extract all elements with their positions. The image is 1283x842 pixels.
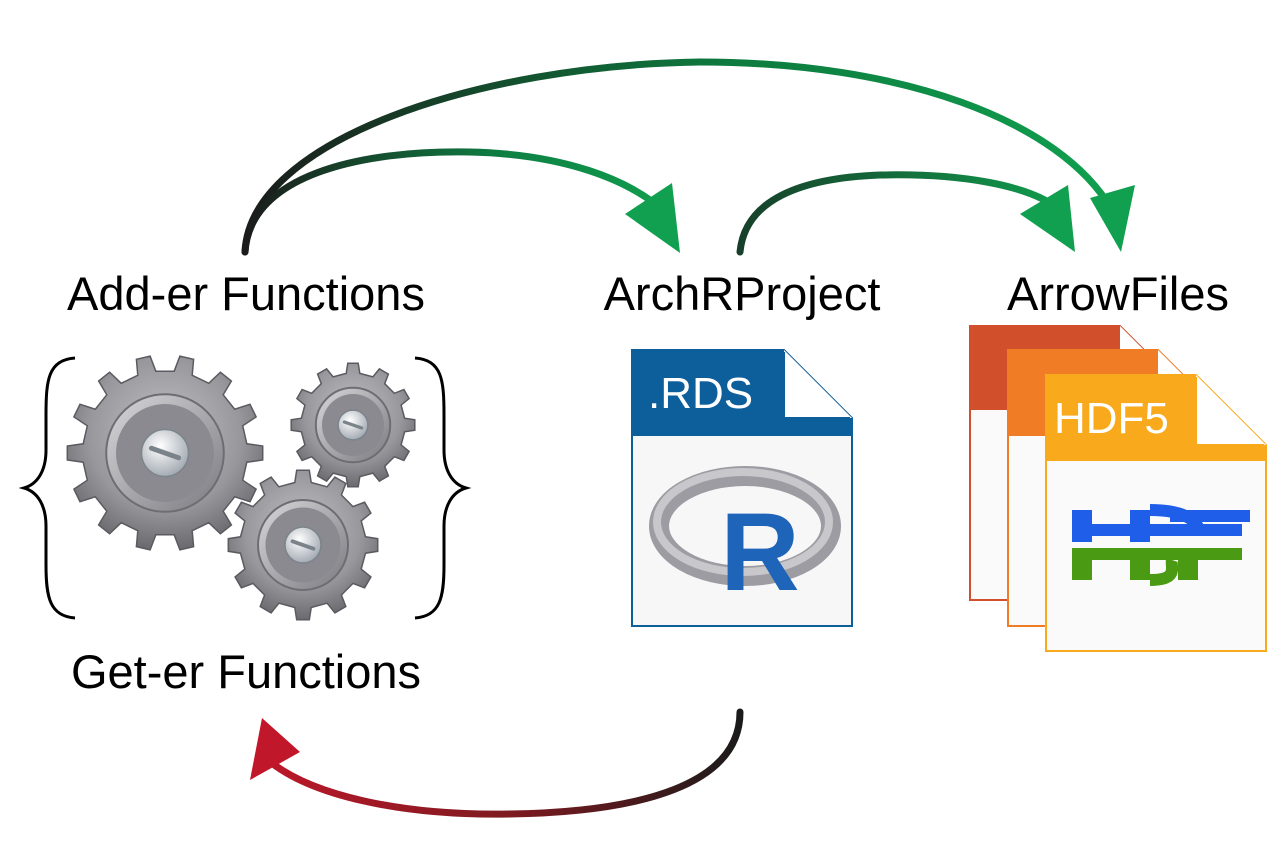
right-brace xyxy=(414,356,472,620)
arrowhead xyxy=(1020,185,1075,252)
archr-project-label: ArchRProject xyxy=(604,267,881,320)
project-to-arrowfiles-arrow xyxy=(736,171,1075,256)
add-to-project-arrow xyxy=(241,148,680,256)
arrow-files-label: ArrowFiles xyxy=(1007,267,1229,320)
arrowhead xyxy=(250,718,300,780)
arrowhead xyxy=(625,183,680,253)
adder-functions-label: Add-er Functions xyxy=(67,267,425,320)
add-to-arrowfiles-arrow xyxy=(241,58,1135,256)
getter-functions-label: Get-er Functions xyxy=(71,645,421,698)
r-logo-letter: R xyxy=(720,491,799,614)
rds-file-icon: .RDS R xyxy=(631,349,853,627)
gear-screw-slot xyxy=(148,445,182,461)
gears-icon xyxy=(66,355,416,621)
hdf-logo-icon xyxy=(1072,504,1250,586)
hdf5-extension-label: HDF5 xyxy=(1054,394,1169,443)
arrowhead xyxy=(1090,185,1135,252)
gear-screw-slot xyxy=(342,420,364,430)
rds-extension-label: .RDS xyxy=(648,369,753,418)
left-brace xyxy=(18,356,76,620)
hdf5-page-front: HDF5 xyxy=(1045,374,1267,652)
project-to-getter-arrow xyxy=(250,708,744,818)
rds-file-fold xyxy=(784,350,852,418)
hdf5-file-stack-icon: HDF5 xyxy=(969,325,1267,652)
gear-screw-slot xyxy=(290,539,316,551)
r-logo-icon: R xyxy=(649,466,841,614)
